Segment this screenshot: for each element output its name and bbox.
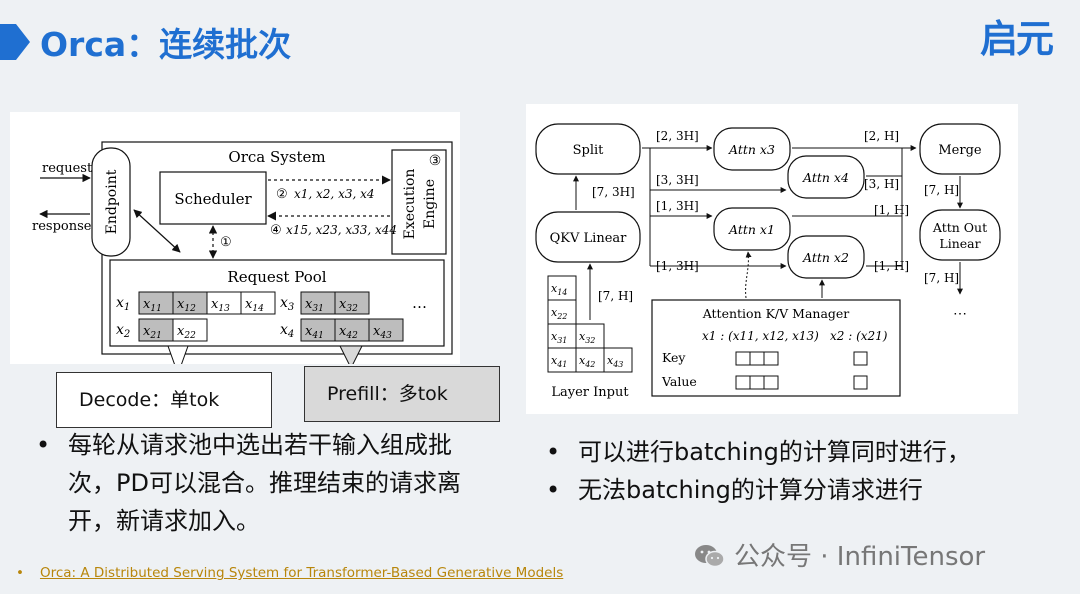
pool-ellipsis: … <box>412 294 427 312</box>
right-ellipsis: ⋯ <box>953 306 967 322</box>
wechat-watermark: 公众号 · InfiniTensor <box>694 536 985 573</box>
shape-a3-out: [2, H] <box>864 129 899 143</box>
endpoint-box <box>91 147 131 257</box>
engine-label: Engine <box>422 179 438 229</box>
selective-batching-diagram: Split QKV Linear [7, 3H] x14 x22 x31 x32… <box>535 123 1001 400</box>
step-1-marker: ① <box>220 235 232 250</box>
execution-engine-box <box>391 149 447 255</box>
attn-x2-node <box>787 235 865 279</box>
kv-key-cell-x2 <box>853 351 868 366</box>
right-bullet-item: 无法batching的计算分请求进行 <box>540 471 1040 509</box>
shape-final: [7, H] <box>924 271 959 285</box>
merge-node <box>919 123 1001 175</box>
shape-a4-in: [3, 3H] <box>656 173 699 187</box>
token-x43 <box>368 318 404 342</box>
attn-x1-label: Attn x1 <box>728 222 775 237</box>
brand-logo: 启元 <box>979 17 1054 61</box>
shape-a1-in: [1, 3H] <box>656 199 699 213</box>
attn-x4-node <box>787 155 865 199</box>
reference-link[interactable]: Orca: A Distributed Serving System for T… <box>39 565 564 581</box>
attn-x3-label: Attn x3 <box>728 142 775 157</box>
shape-a3-in: [2, 3H] <box>656 129 699 143</box>
title-chevron-icon <box>0 24 30 60</box>
slide-title: Orca：连续批次 <box>40 25 292 64</box>
kv-x2-entry: x2 : (x21) <box>830 329 888 343</box>
split-label: Split <box>573 143 605 158</box>
right-bullet-list: 可以进行batching的计算同时进行， 无法batching的计算分请求进行 <box>540 433 1040 509</box>
attn-x4-label: Attn x4 <box>802 170 849 185</box>
batch-out-label: x1, x2, x3, x4 <box>294 187 375 201</box>
orca-system-diagram: Orca System Endpoint request response Sc… <box>32 141 453 376</box>
layer-input-grid: x14 x22 x31 x32 x41 x42 x43 <box>547 275 633 373</box>
kv-value-label: Value <box>661 374 697 389</box>
right-bullet-item: 可以进行batching的计算同时进行， <box>540 433 1040 471</box>
token-x14 <box>240 291 276 315</box>
step-3-marker: ③ <box>429 153 442 169</box>
endpoint-scheduler-arrow <box>133 209 181 253</box>
execution-label: Execution <box>402 169 418 240</box>
token-x22 <box>172 318 208 342</box>
attn-out-label-2: Linear <box>939 236 980 251</box>
decode-callout: Decode：单tok <box>56 372 272 428</box>
attn-out-node <box>919 209 1001 261</box>
orca-system-title: Orca System <box>228 148 325 166</box>
request-label: request <box>42 161 93 176</box>
shape-a4-out: [3, H] <box>864 177 899 191</box>
split-node <box>535 123 641 175</box>
shape-a2-out: [1, H] <box>874 259 909 273</box>
kv-key-cells-x1 <box>735 351 779 366</box>
response-label: response <box>32 219 92 234</box>
qkv-node <box>535 211 641 263</box>
kv-value-cells-x1 <box>735 375 779 390</box>
reference-bullet: • <box>16 565 24 581</box>
batch-in-label: x15, x23, x33, x44 <box>286 223 397 237</box>
wechat-icon <box>695 545 725 568</box>
left-bullet-item: 每轮从请求池中选出若干输入组成批次，PD可以混合。推理结束的请求离开，新请求加入… <box>30 426 480 540</box>
kv-value-cell-x2 <box>853 375 868 390</box>
request-pool-title: Request Pool <box>227 268 326 286</box>
shape-split-in: [7, 3H] <box>592 185 635 199</box>
token-x32 <box>334 291 370 315</box>
layer-input-label: Layer Input <box>551 385 629 400</box>
endpoint-label: Endpoint <box>104 169 120 234</box>
kv-manager-title: Attention K/V Manager <box>702 306 850 321</box>
kv-key-label: Key <box>662 350 686 365</box>
shape-merge-out: [7, H] <box>924 183 959 197</box>
title-bar: Orca：连续批次 <box>0 10 1080 70</box>
shape-qkv-in: [7, H] <box>598 289 633 303</box>
left-bullet-list: 每轮从请求池中选出若干输入组成批次，PD可以混合。推理结束的请求离开，新请求加入… <box>30 426 480 540</box>
attn-x1-node <box>713 207 791 251</box>
watermark-text: 公众号 · InfiniTensor <box>734 542 986 572</box>
selective-batching-figure: Split QKV Linear [7, 3H] x14 x22 x31 x32… <box>526 104 1018 414</box>
qkv-label: QKV Linear <box>550 231 627 246</box>
step-2-marker: ② <box>276 187 288 202</box>
shape-a1-out: [1, H] <box>874 203 909 217</box>
attn-out-label-1: Attn Out <box>932 220 987 235</box>
orca-system-figure: Orca System Endpoint request response Sc… <box>10 112 460 376</box>
shape-a2-in: [1, 3H] <box>656 259 699 273</box>
step-4-marker: ④ <box>270 223 282 238</box>
reference: • Orca: A Distributed Serving System for … <box>16 565 563 581</box>
prefill-callout: Prefill：多tok <box>304 366 500 422</box>
attn-x2-label: Attn x2 <box>802 250 849 265</box>
kv-x1-entry: x1 : (x11, x12, x13) <box>702 329 819 343</box>
merge-label: Merge <box>938 143 982 158</box>
attn-x3-node <box>713 127 791 171</box>
scheduler-label: Scheduler <box>174 190 252 208</box>
